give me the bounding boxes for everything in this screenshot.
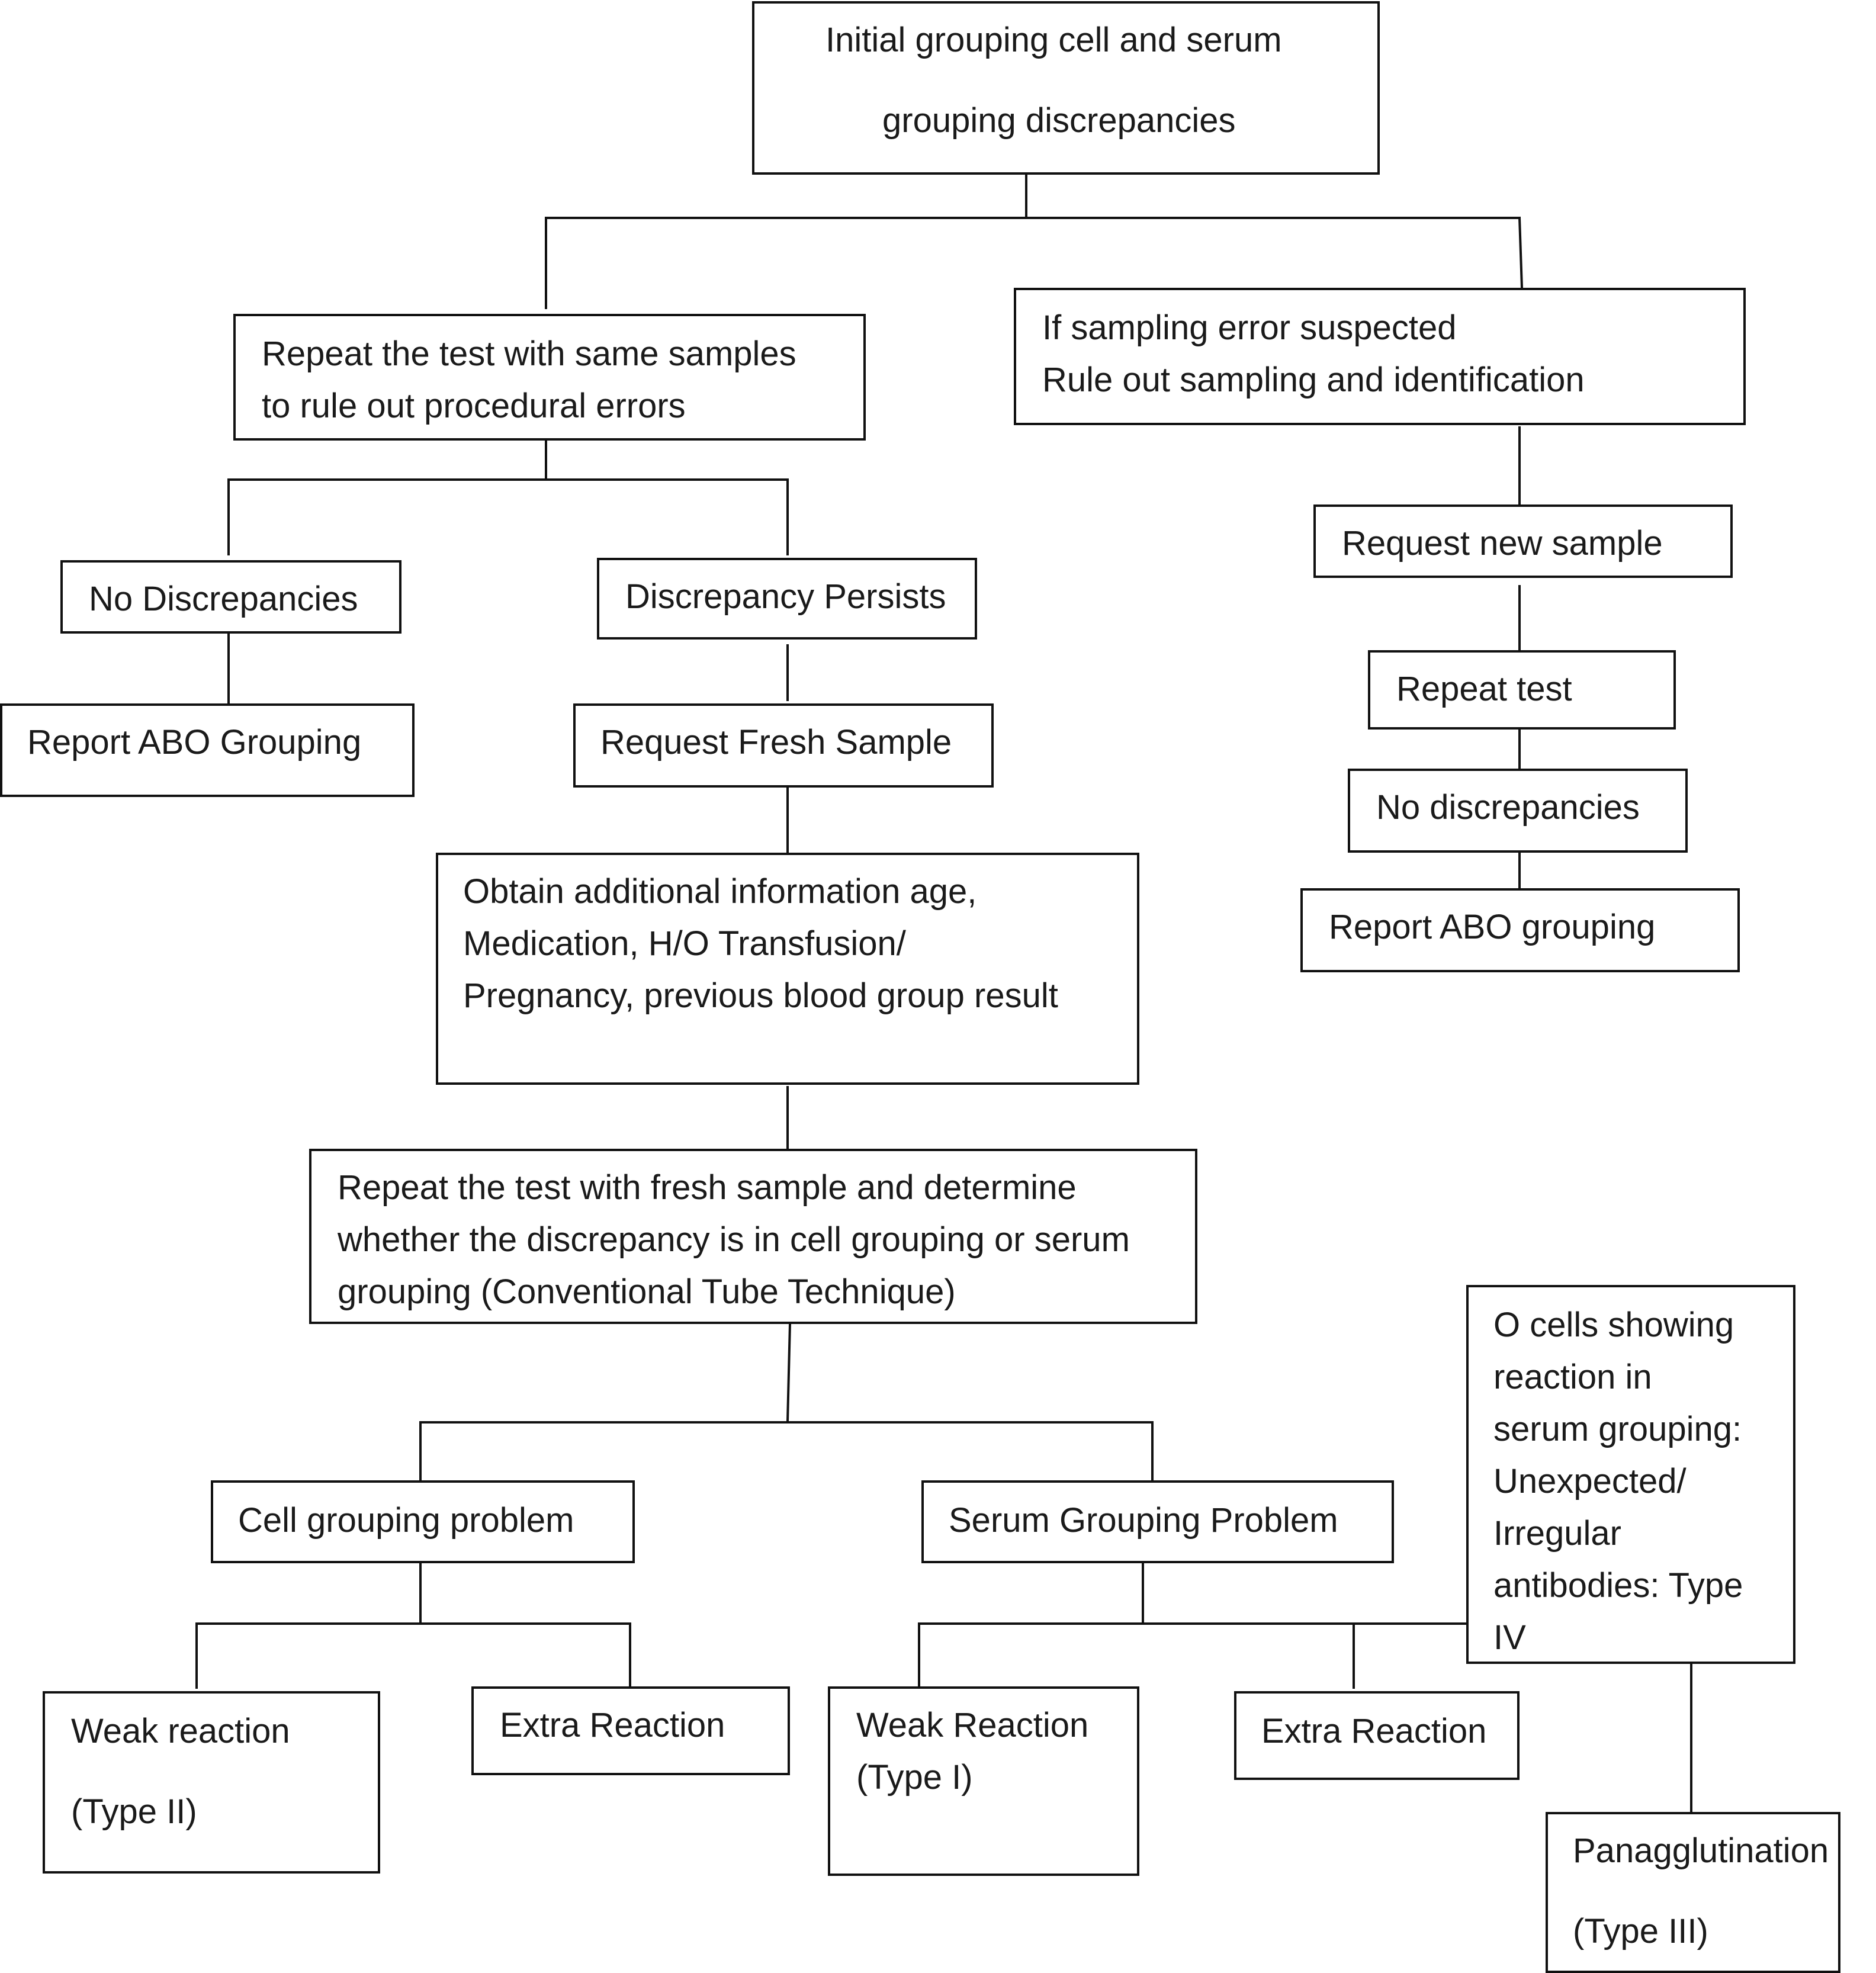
connector — [1518, 216, 1524, 290]
node-label-line: No Discrepancies — [89, 580, 358, 618]
node-label-line: Obtain additional information age, — [463, 872, 977, 911]
node-box-panagglutination — [1546, 1812, 1840, 1973]
node-label-line: Report ABO Grouping — [27, 723, 362, 761]
node-label-line: Repeat the test with same samples — [262, 335, 796, 373]
node-box-extra-serum — [1234, 1691, 1520, 1780]
node-box-repeat-same — [233, 314, 866, 441]
node-box-o-cells — [1466, 1285, 1795, 1664]
node-label-line: Extra Reaction — [500, 1706, 725, 1744]
node-label-line: If sampling error suspected — [1042, 309, 1457, 347]
node-box-report-abo-right — [1300, 888, 1740, 972]
node-box-additional-info — [436, 853, 1139, 1085]
node-label-line: Pregnancy, previous blood group result — [463, 976, 1058, 1015]
node-label-line: Panagglutination — [1573, 1831, 1829, 1870]
node-box-no-discrepancies-right — [1348, 769, 1688, 853]
node-box-request-fresh — [573, 703, 994, 788]
node-box-extra-cell — [471, 1686, 790, 1775]
connector — [786, 1322, 792, 1423]
node-box-serum-grouping — [921, 1480, 1394, 1563]
node-label-line: to rule out procedural errors — [262, 387, 686, 425]
node-box-weak-type-i — [828, 1686, 1139, 1876]
node-box-no-discrepancies — [60, 560, 401, 634]
node-label-line: Report ABO grouping — [1329, 908, 1656, 946]
node-label-line: serum grouping: — [1493, 1410, 1742, 1448]
node-label-line: Medication, H/O Transfusion/ — [463, 924, 906, 963]
node-label-line: reaction in — [1493, 1358, 1652, 1396]
node-label-line: (Type II) — [71, 1792, 197, 1831]
node-box-discrepancy-persists — [597, 558, 977, 640]
node-label-line: Weak Reaction — [856, 1706, 1089, 1744]
node-label-line: Rule out sampling and identification — [1042, 361, 1585, 399]
node-label-line: Initial grouping cell and serum — [825, 21, 1282, 59]
node-label-line: Cell grouping problem — [238, 1501, 574, 1540]
node-label-line: Repeat the test with fresh sample and de… — [338, 1168, 1077, 1207]
node-label-line: Weak reaction — [71, 1712, 290, 1750]
node-label-line: grouping discrepancies — [882, 101, 1236, 140]
node-label-line: Request new sample — [1342, 524, 1663, 563]
node-box-initial — [752, 1, 1380, 175]
node-box-weak-type-ii — [43, 1691, 380, 1874]
node-box-report-abo-left — [0, 703, 415, 797]
node-label-line: Request Fresh Sample — [600, 723, 952, 761]
node-label-line: Serum Grouping Problem — [949, 1501, 1338, 1540]
node-label-line: Unexpected/ — [1493, 1462, 1687, 1500]
node-label-line: grouping (Conventional Tube Technique) — [338, 1273, 956, 1311]
node-label-line: O cells showing — [1493, 1306, 1734, 1344]
node-label-line: No discrepancies — [1376, 788, 1640, 827]
node-label-line: (Type I) — [856, 1758, 973, 1797]
node-box-request-new — [1313, 505, 1733, 578]
node-box-repeat-fresh — [309, 1149, 1197, 1324]
node-label-line: Repeat test — [1396, 670, 1572, 708]
node-label-line: antibodies: Type — [1493, 1566, 1743, 1605]
node-label-line: Extra Reaction — [1261, 1712, 1487, 1750]
node-label-line: whether the discrepancy is in cell group… — [338, 1220, 1130, 1259]
node-label-line: IV — [1493, 1618, 1526, 1657]
node-label-line: (Type III) — [1573, 1912, 1708, 1950]
node-box-cell-grouping — [211, 1480, 635, 1563]
node-label-line: Irregular — [1493, 1514, 1621, 1553]
node-box-sampling-error — [1014, 288, 1746, 425]
node-label-line: Discrepancy Persists — [625, 577, 946, 616]
node-box-repeat-test — [1368, 650, 1676, 730]
